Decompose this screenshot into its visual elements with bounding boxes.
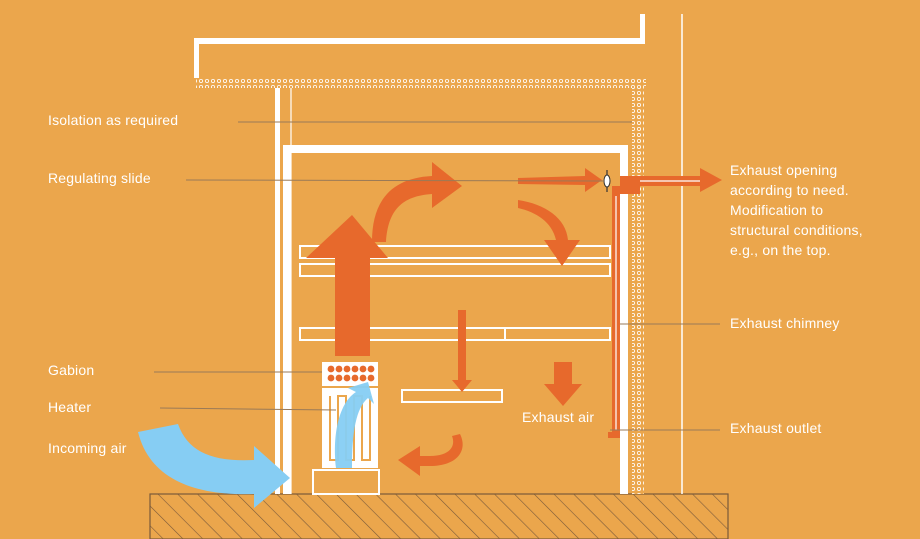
bench-middle — [299, 327, 611, 341]
label-exhaust-air: Exhaust air — [522, 409, 595, 425]
heater-air-arrow — [334, 382, 374, 468]
warm-air-curved-arrow — [372, 162, 462, 242]
warm-air-up-arrow — [306, 215, 388, 356]
exhaust-opening-line-4: structural conditions, — [730, 222, 863, 238]
bench-upper-seat — [299, 263, 611, 277]
leader-lines — [154, 121, 720, 431]
bench-upper-back — [299, 245, 611, 259]
roof-insulation — [196, 78, 646, 88]
air-down-curved-arrow — [518, 200, 580, 266]
incoming-air-arrow — [138, 424, 290, 508]
exhaust-opening-line-5: e.g., on the top. — [730, 242, 831, 258]
exhaust-flow-arrow — [518, 168, 602, 192]
gabion — [322, 362, 378, 386]
roof-slab — [194, 14, 645, 78]
foundation-ground — [149, 493, 729, 539]
valve-icon — [603, 170, 611, 192]
air-return-curved-arrow — [398, 434, 463, 476]
wall-insulation — [632, 88, 644, 494]
heater-base — [312, 469, 380, 495]
label-regulating-slide: Regulating slide — [48, 170, 151, 186]
label-exhaust-outlet: Exhaust outlet — [730, 420, 822, 436]
label-isolation: Isolation as required — [48, 112, 179, 128]
bench-lower — [401, 389, 503, 403]
air-down-arrow-right — [544, 362, 582, 406]
left-outer-wall — [275, 88, 280, 494]
air-down-arrow-middle — [452, 310, 472, 392]
exhaust-opening-line-3: Modification to — [730, 202, 824, 218]
exhaust-opening-arrow — [620, 168, 722, 192]
label-heater: Heater — [48, 399, 92, 415]
label-exhaust-chimney: Exhaust chimney — [730, 315, 840, 331]
label-incoming-air: Incoming air — [48, 440, 127, 456]
label-exhaust-opening: Exhaust opening according to need. Modif… — [730, 160, 910, 260]
exhaust-opening-line-2: according to need. — [730, 182, 849, 198]
label-gabion: Gabion — [48, 362, 95, 378]
exhaust-opening-line-1: Exhaust opening — [730, 162, 838, 178]
gabion-stones — [327, 365, 375, 382]
